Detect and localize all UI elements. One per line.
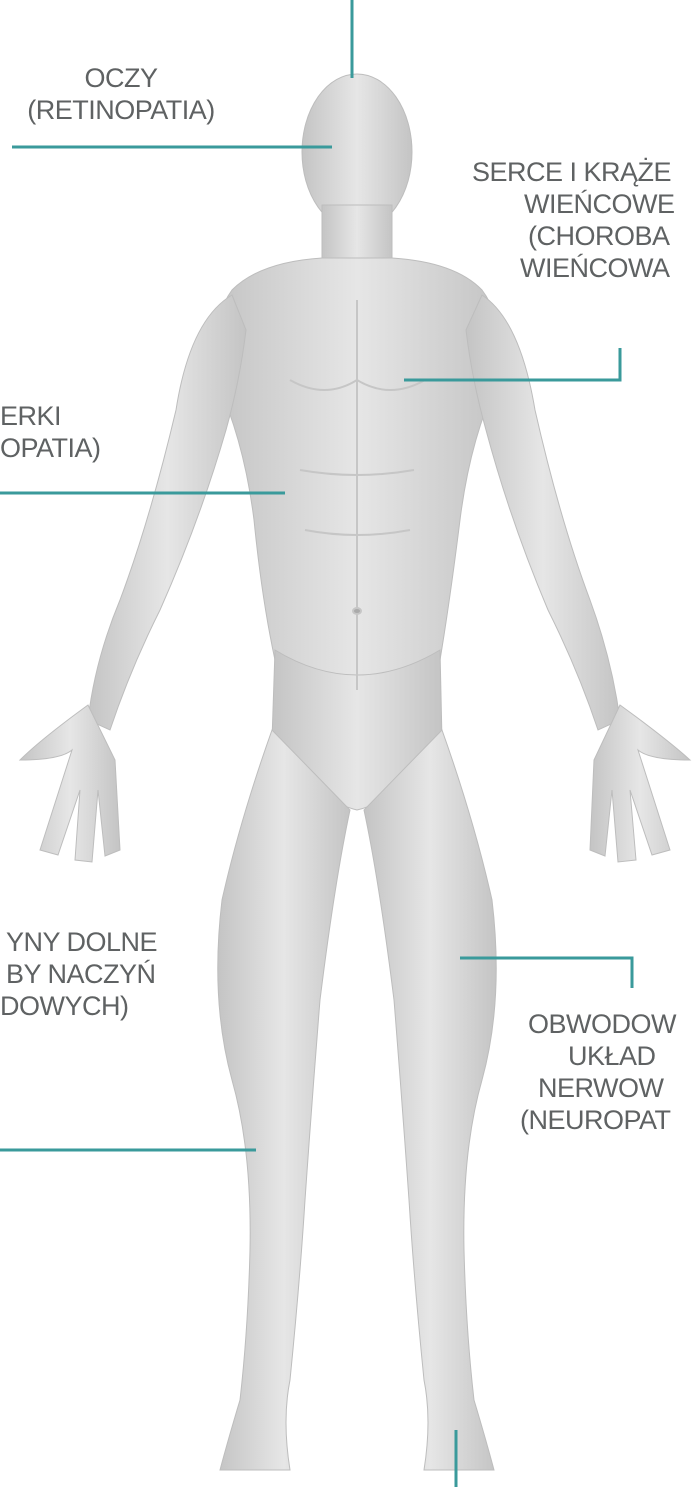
left-hand [20,705,120,862]
label-heart-line-2: WIEŃCOWE [468,188,699,220]
label-legs-line-3: DOWYCH) [0,990,190,1022]
label-nerves-line-2: UKŁAD [520,1040,699,1072]
label-eyes-line-2: (RETINOPATIA) [8,94,234,126]
right-hand [590,705,690,862]
label-nerves: OBWODOW UKŁAD NERWOW (NEUROPAT [520,1008,699,1136]
label-nerves-line-1: OBWODOW [520,1008,699,1040]
left-arm [88,295,246,730]
label-kidneys-line-1: ERKI [0,400,128,432]
right-leg [364,730,496,1470]
neck [322,205,392,262]
label-legs-line-2: BY NACZYŃ [0,958,190,990]
label-legs: YNY DOLNE BY NACZYŃ DOWYCH) [0,926,190,1022]
left-leg [218,730,350,1470]
label-heart-line-4: WIEŃCOWA [468,252,699,284]
label-kidneys-line-2: OPATIA) [0,432,128,464]
label-eyes: OCZY (RETINOPATIA) [8,62,234,126]
label-legs-line-1: YNY DOLNE [0,926,190,958]
label-kidneys: ERKI OPATIA) [0,400,128,464]
label-nerves-line-3: NERWOW [520,1072,699,1104]
label-nerves-line-4: (NEUROPAT [520,1104,699,1136]
label-heart-line-1: SERCE I KRĄŻE [468,156,699,188]
right-arm [466,295,620,730]
label-heart-line-3: (CHOROBA [468,220,699,252]
label-heart: SERCE I KRĄŻE WIEŃCOWE (CHOROBA WIEŃCOWA [468,156,699,284]
label-eyes-line-1: OCZY [8,62,234,94]
